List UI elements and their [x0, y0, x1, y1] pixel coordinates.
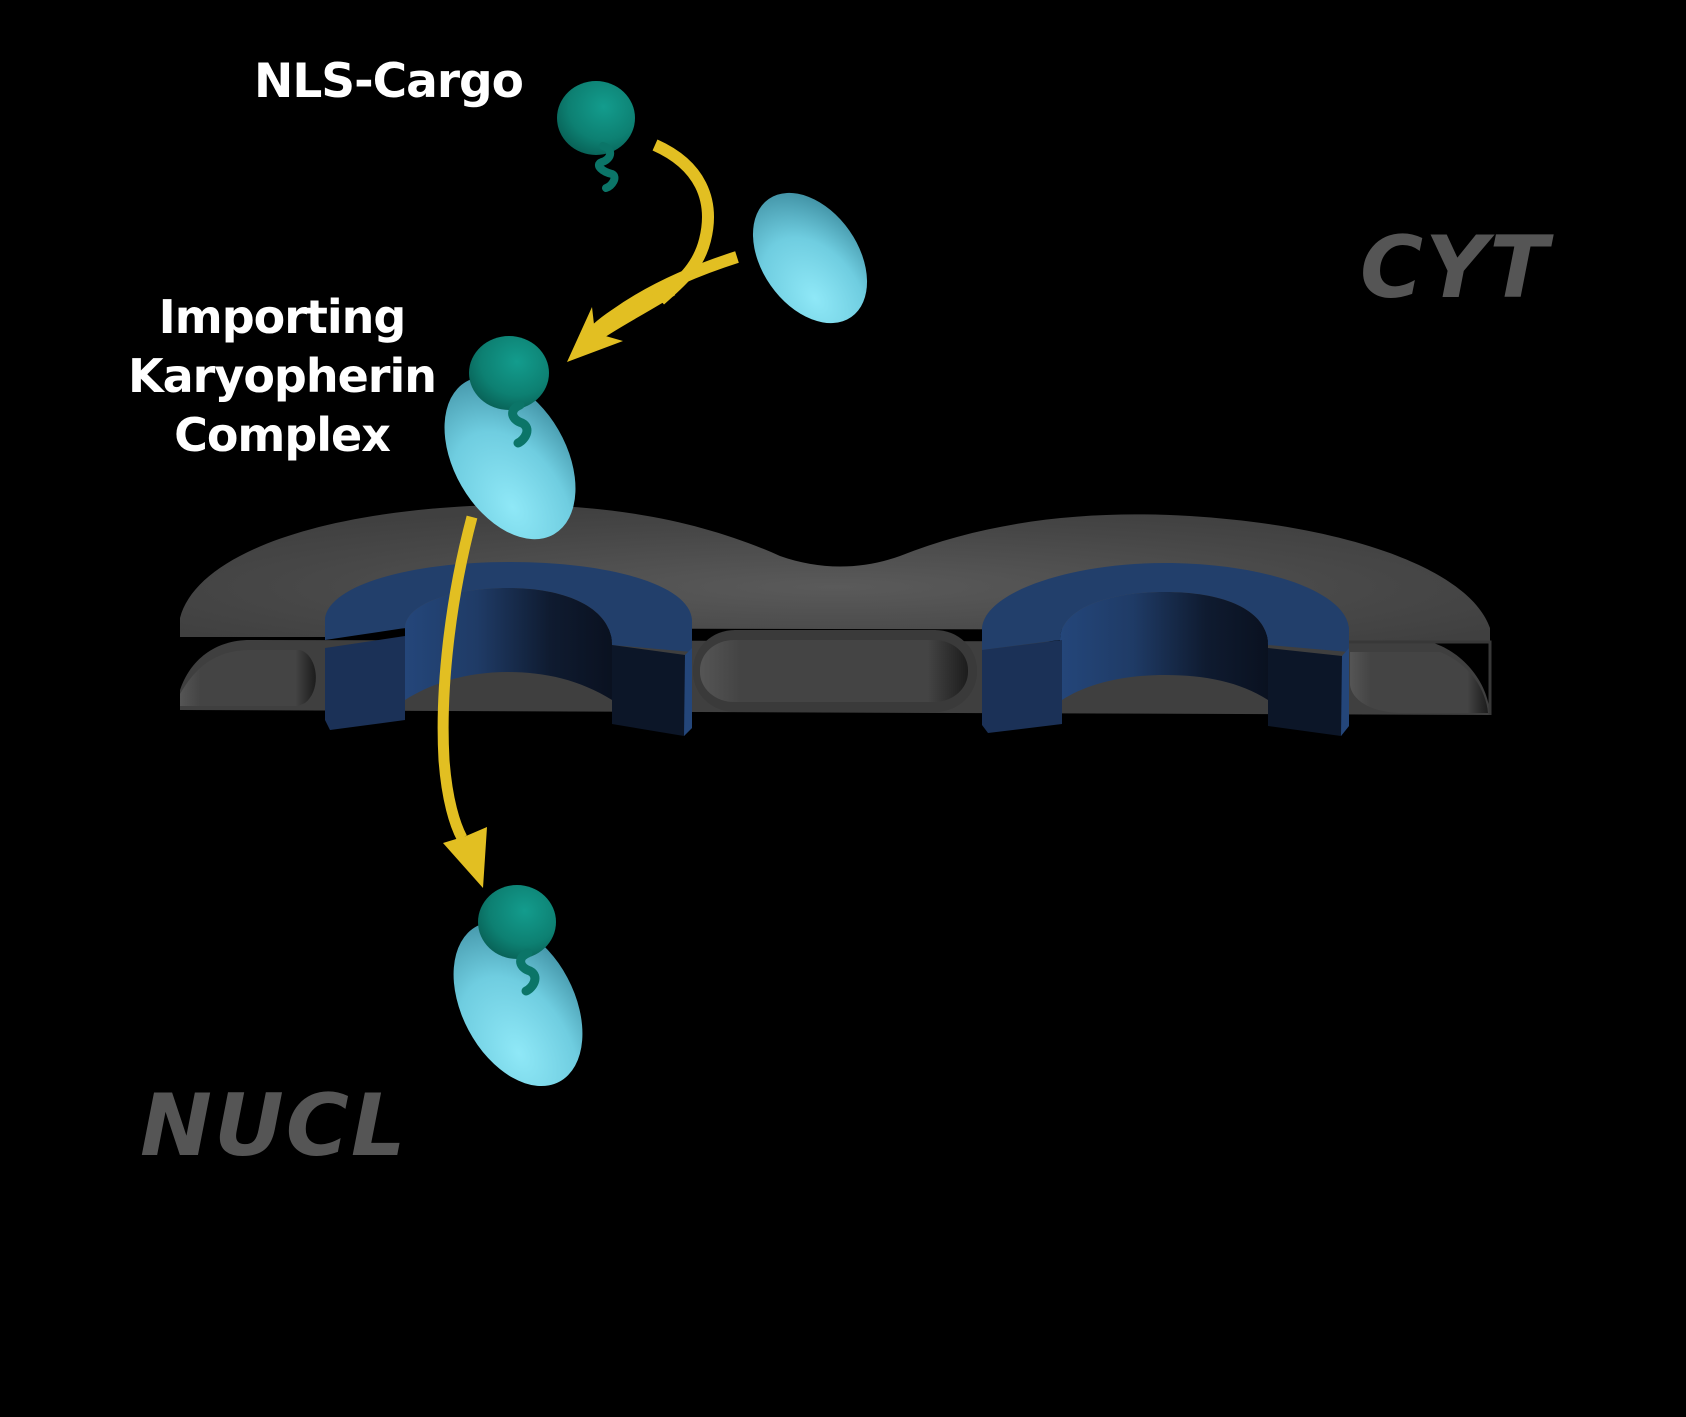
pore-right-front-right — [1268, 648, 1349, 736]
lumen-right — [1350, 652, 1488, 713]
pore-right-top — [982, 563, 1349, 652]
importing-complex-label: Importing Karyopherin Complex — [102, 288, 462, 465]
binding-arrow — [567, 139, 739, 362]
arrow-translocation-path — [437, 515, 478, 841]
complex-label-line-3: Complex — [174, 408, 391, 462]
nucleus-label: NUCL — [140, 1076, 408, 1176]
lumen-middle-inner — [700, 640, 968, 702]
pore-right-inner — [1060, 592, 1268, 700]
nls-cargo-label: NLS-Cargo — [254, 54, 524, 109]
complex-karyopherin — [444, 376, 576, 540]
cytoplasm-label: CYT — [1360, 218, 1551, 318]
complex-cargo-sphere — [478, 885, 556, 959]
complex-nls-tail — [516, 948, 540, 996]
pore-left-top — [325, 562, 692, 652]
pore-right-front-left — [982, 640, 1062, 733]
complex-karyopherin — [453, 921, 583, 1087]
arrowhead-binding — [567, 307, 623, 362]
complex-label-line-2: Karyopherin — [127, 349, 437, 403]
pore-left-front-left — [325, 636, 405, 730]
importing-complex-cytoplasm — [444, 336, 576, 540]
arrowhead-translocation — [443, 827, 487, 888]
cargo-sphere — [557, 81, 635, 155]
complex-cargo-sphere — [469, 336, 549, 410]
importing-complex-nucleus — [453, 885, 583, 1087]
nls-tail — [594, 142, 619, 192]
nuclear-pore-right — [982, 563, 1349, 736]
free-karyopherin — [752, 192, 868, 324]
nuclear-pore-left — [325, 562, 692, 736]
nls-cargo-molecule — [557, 81, 635, 192]
complex-nls-tail — [508, 400, 532, 448]
lumen-left — [180, 650, 316, 706]
translocation-arrow — [437, 515, 487, 888]
complex-label-line-1: Importing — [158, 290, 407, 344]
pore-left-front-right — [612, 645, 692, 736]
